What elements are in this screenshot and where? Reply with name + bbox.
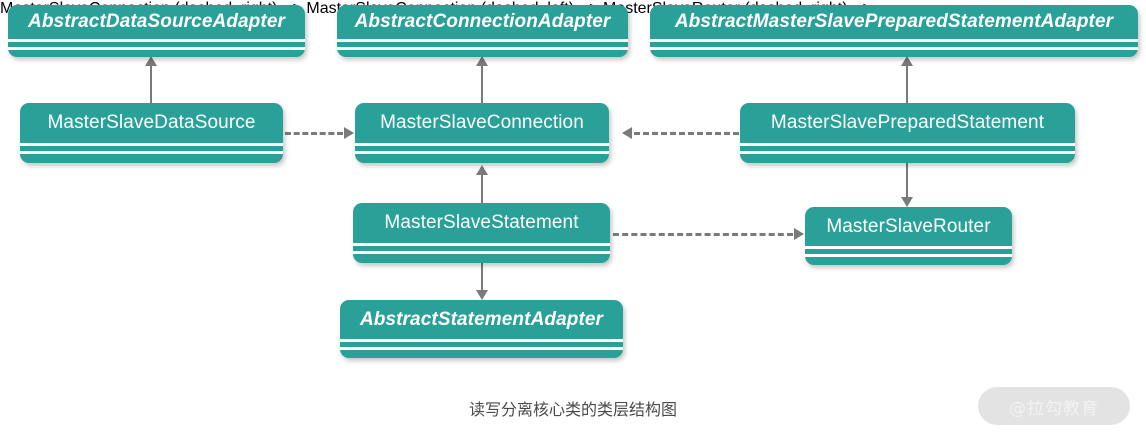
connector-connection-extends-adapter-arrowhead [476,56,488,66]
class-operations-compartment [355,154,609,163]
connector-statement-depends-router-arrowhead [794,228,804,240]
connector-datasource-depends-connection-arrowhead [344,127,354,139]
connector-preparedstatement-uses-router-arrowhead [901,197,913,207]
connector-datasource-extends-adapter-arrowhead [145,56,157,66]
class-separator-attributes [650,39,1138,42]
class-name-abstract-data-source-adapter: AbstractDataSourceAdapter [28,11,285,32]
class-name-abstract-statement-adapter: AbstractStatementAdapter [359,308,604,330]
connector-preparedstatement-extends-adapter-line [906,65,908,105]
class-operations-compartment [805,257,1012,265]
connector-preparedstatement-depends-connection-arrowhead [622,127,632,139]
class-separator-operations [805,254,1012,257]
class-separator-operations [337,47,628,50]
class-separator-attributes [340,339,623,342]
class-separator-attributes [805,246,1012,249]
class-separator-operations [355,151,609,154]
class-name-master-slave-prepared-statement: MasterSlavePreparedStatement [770,112,1045,133]
watermark-badge: @拉勾教育 [978,387,1130,425]
class-box-abstract-master-slave-prepared-statement-adapter[interactable]: AbstractMasterSlavePreparedStatementAdap… [650,5,1138,57]
class-box-master-slave-statement[interactable]: MasterSlaveStatement [353,203,610,263]
class-separator-attributes [355,143,609,146]
class-operations-compartment [8,50,305,57]
connector-statement-extends-statementadapter-arrowhead [476,290,488,300]
connector-statement-depends-router-line [613,233,793,236]
class-operations-compartment [650,50,1138,57]
connector-preparedstatement-extends-adapter-arrowhead [901,56,913,66]
class-box-master-slave-data-source[interactable]: MasterSlaveDataSource [20,103,283,163]
class-separator-operations [740,151,1075,154]
class-box-abstract-data-source-adapter[interactable]: AbstractDataSourceAdapter [8,5,305,57]
connector-statement-extends-connection-arrowhead [476,165,488,175]
class-operations-compartment [337,50,628,57]
class-operations-compartment [340,350,623,358]
class-separator-operations [20,151,283,154]
diagram-caption: 读写分离核心类的类层结构图 [468,400,677,419]
class-separator-operations [8,47,305,50]
connector-statement-extends-connection-line [481,175,483,205]
connector-preparedstatement-depends-connection-line [634,132,739,135]
class-separator-attributes [20,143,283,146]
class-name-abstract-master-slave-prepared-statement-adapter: AbstractMasterSlavePreparedStatementAdap… [674,11,1114,32]
class-operations-compartment [20,154,283,163]
class-separator-operations [340,347,623,350]
class-name-master-slave-connection: MasterSlaveConnection [380,112,584,133]
class-separator-attributes [8,39,305,42]
class-name-master-slave-data-source: MasterSlaveDataSource [47,112,256,133]
class-name-abstract-connection-adapter: AbstractConnectionAdapter [354,11,611,32]
class-box-master-slave-connection[interactable]: MasterSlaveConnection [355,103,609,163]
connector-preparedstatement-uses-router-line [906,163,908,199]
class-separator-attributes [337,39,628,42]
class-separator-attributes [740,143,1075,146]
class-box-master-slave-router[interactable]: MasterSlaveRouter [805,207,1012,265]
class-separator-operations [353,251,610,254]
connector-datasource-extends-adapter-line [150,65,152,105]
class-box-abstract-statement-adapter[interactable]: AbstractStatementAdapter [340,300,623,358]
connector-connection-extends-adapter-line [481,65,483,105]
class-name-master-slave-router: MasterSlaveRouter [826,215,991,237]
class-operations-compartment [353,254,610,263]
class-box-master-slave-prepared-statement[interactable]: MasterSlavePreparedStatement [740,103,1075,163]
class-separator-attributes [353,243,610,246]
class-name-master-slave-statement: MasterSlaveStatement [384,212,579,233]
connector-datasource-depends-connection-line [285,132,343,135]
connector-statement-extends-statementadapter-line [481,263,483,292]
class-box-abstract-connection-adapter[interactable]: AbstractConnectionAdapter [337,5,628,57]
class-separator-operations [650,47,1138,50]
class-operations-compartment [740,154,1075,163]
